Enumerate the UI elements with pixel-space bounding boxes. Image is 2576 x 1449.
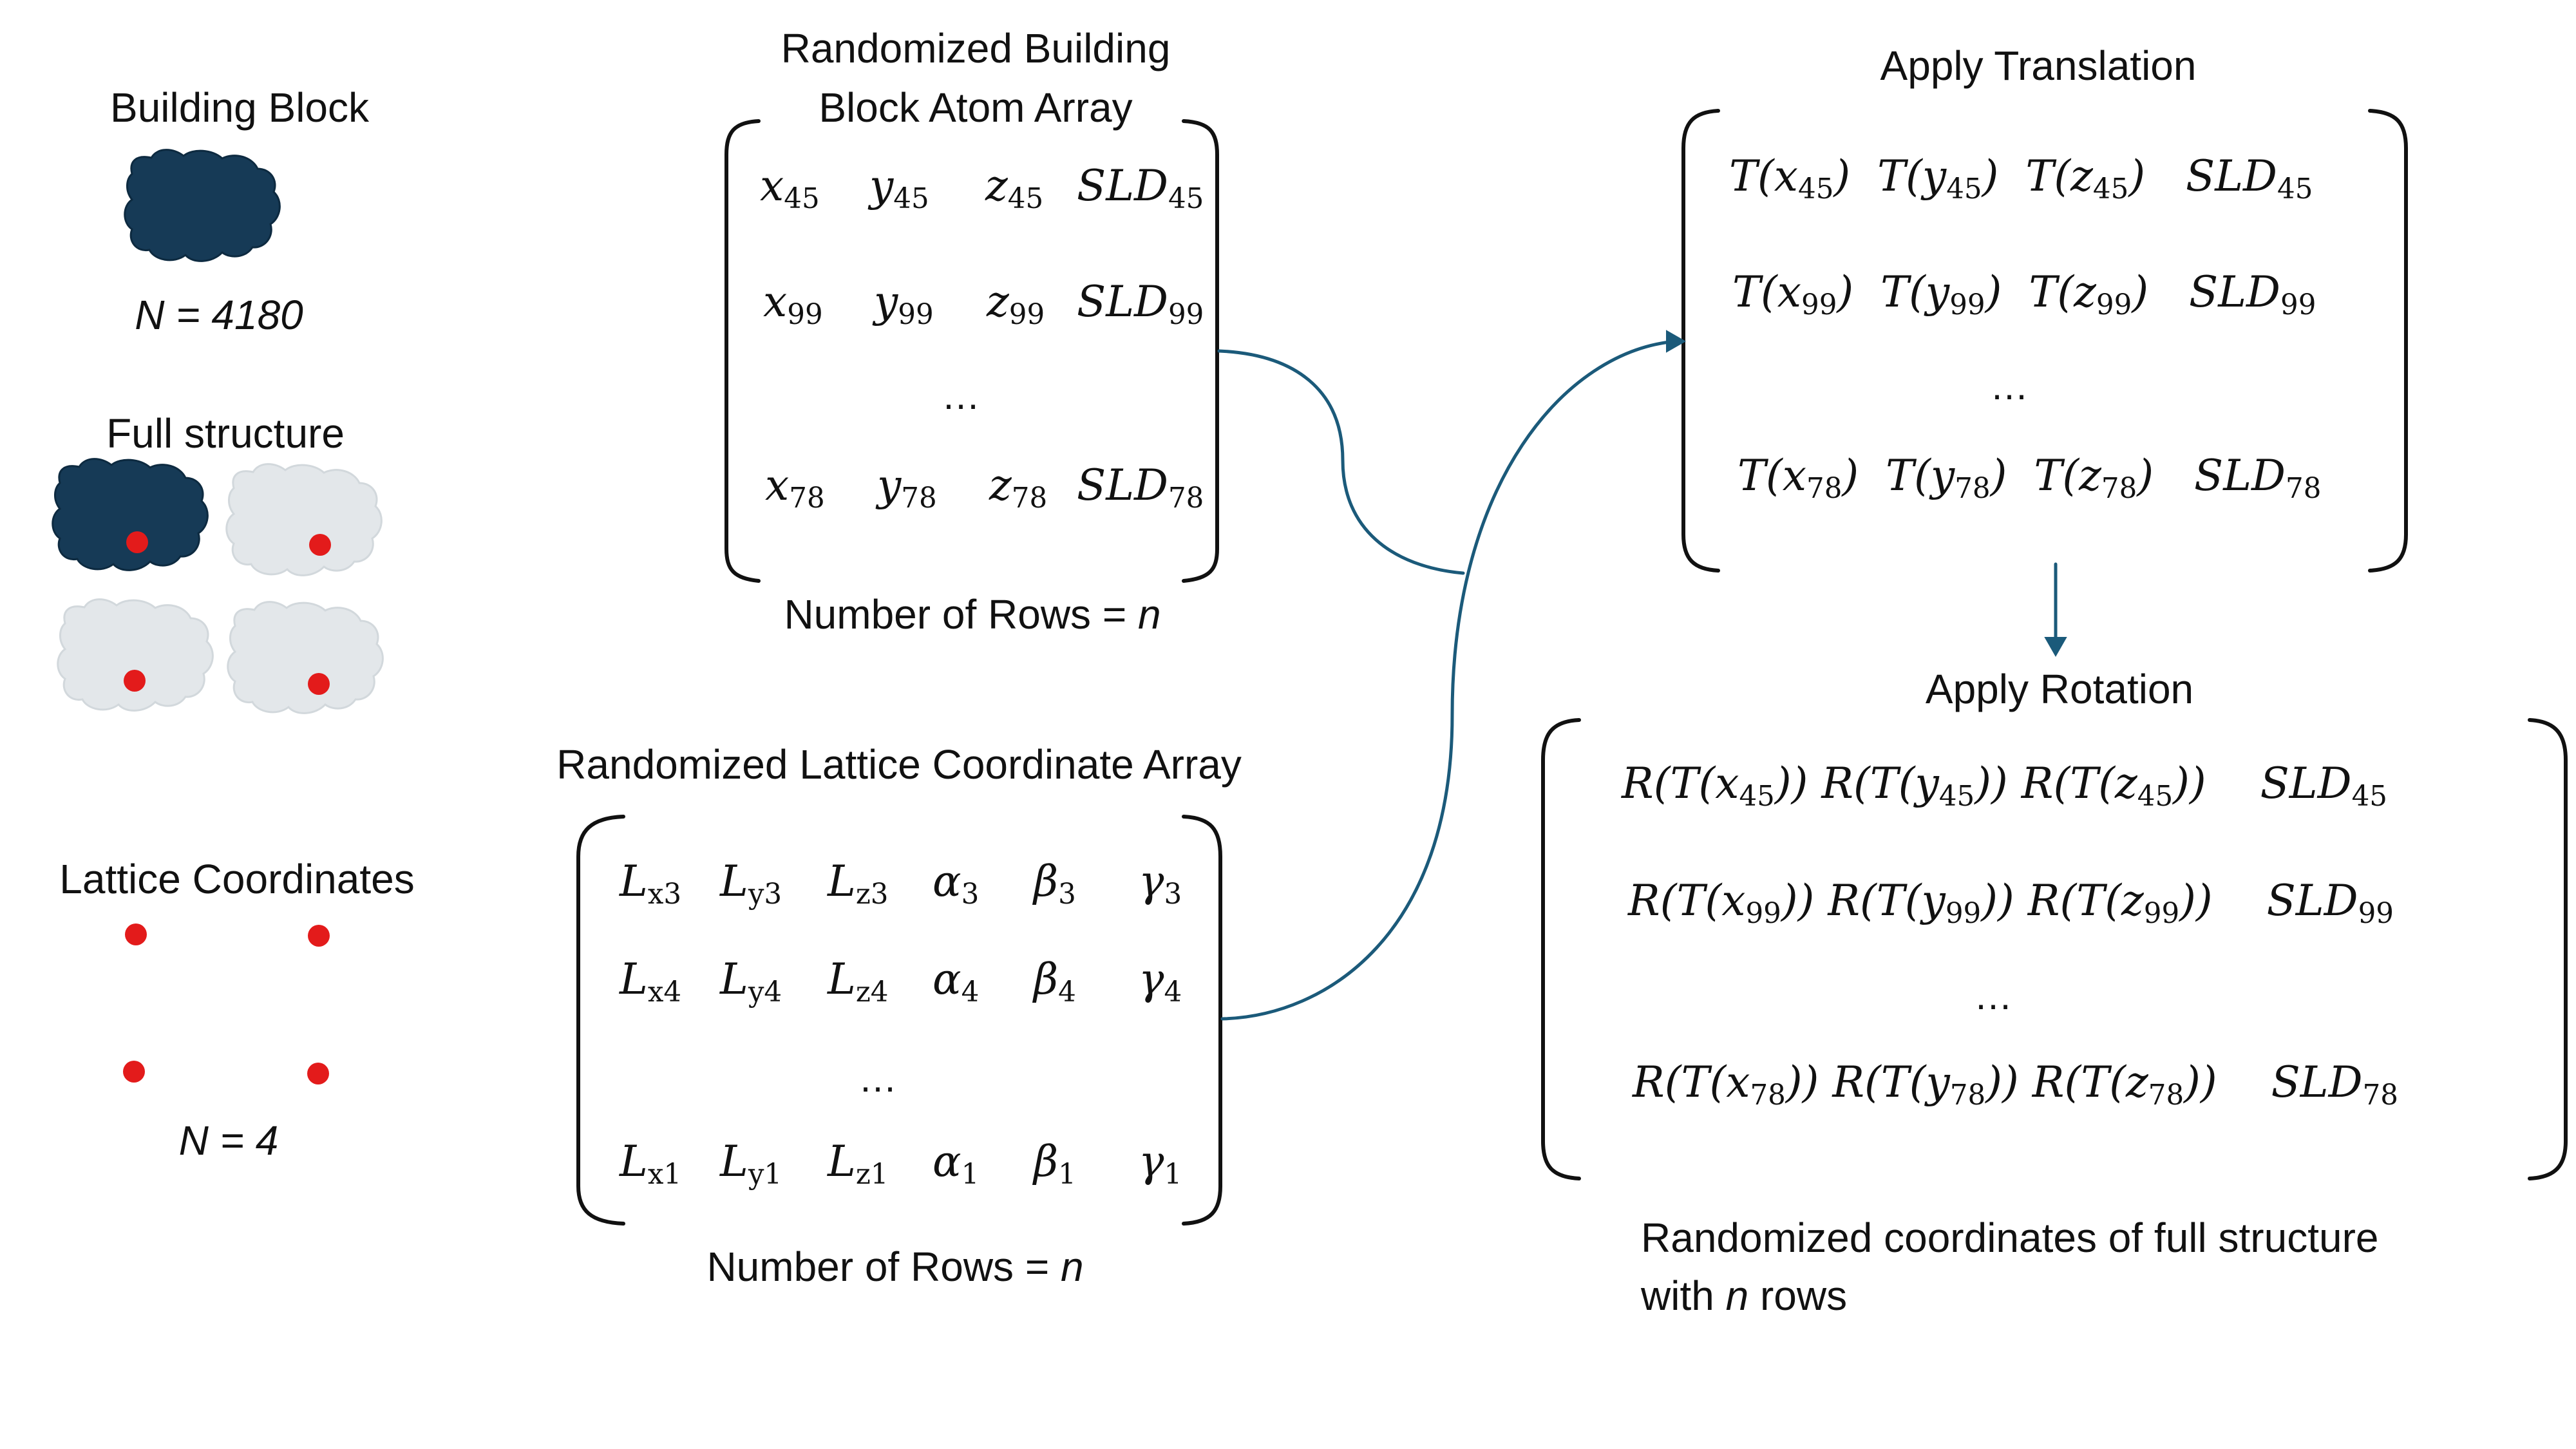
full-structure-title: Full structure (106, 410, 345, 457)
atom-array-row-3-x: x78 (765, 460, 825, 515)
translation-row-1: T(x45) T(y45) T(z45) SLD45 (1729, 151, 2313, 206)
atom-array-row-3-z: z78 (989, 460, 1048, 515)
atom-array-title-line2: Block Atom Array (819, 84, 1133, 131)
full-structure-protein-2 (225, 463, 383, 576)
lattice-array-row-3-gamma: γ1 (1139, 1137, 1182, 1191)
lattice-count: N = 4 (178, 1117, 279, 1164)
atom-array-row-1-z: z45 (985, 161, 1044, 216)
atom-array-ellipsis: … (942, 374, 980, 417)
lattice-array-row-1-lx: Lx3 (620, 857, 682, 911)
lattice-array-connector (1220, 339, 1678, 1021)
rotation-right-bracket (2528, 718, 2568, 1180)
lattice-array-title: Randomized Lattice Coordinate Array (556, 741, 1242, 788)
lattice-array-rows-label: Number of Rows = n (706, 1244, 1084, 1290)
rotation-caption-line2: with n rows (1641, 1273, 1848, 1319)
atom-array-row-2-x: x99 (763, 277, 823, 332)
full-structure-protein-3 (57, 598, 214, 712)
translation-left-bracket (1681, 109, 1720, 573)
atom-array-row-3-y: y78 (877, 460, 937, 515)
atom-array-row-1-sld: SLD45 (1077, 161, 1204, 216)
full-structure-lattice-point-1 (126, 531, 148, 553)
translation-arrowhead (1666, 330, 1687, 353)
atom-array-connector (1217, 349, 1465, 575)
lattice-array-row-3-beta: β1 (1034, 1137, 1076, 1191)
full-structure-protein-1 (52, 458, 209, 571)
lattice-point-2 (308, 925, 330, 947)
atom-array-title-line1: Randomized Building (781, 25, 1171, 71)
atom-array-row-2-z: z99 (987, 277, 1045, 332)
lattice-array-ellipsis: … (858, 1057, 897, 1100)
rotation-left-bracket (1541, 718, 1581, 1180)
atom-array-right-bracket (1182, 119, 1219, 583)
translation-ellipsis: … (1990, 365, 2029, 408)
rotation-title: Apply Rotation (1925, 666, 2194, 712)
translation-row-2: T(x99) T(y99) T(z99) SLD99 (1732, 267, 2316, 322)
lattice-array-row-2-ly: Ly4 (720, 954, 782, 1009)
lattice-array-row-1-lz: Lz3 (828, 857, 889, 911)
lattice-array-row-2-alpha: α4 (933, 954, 980, 1009)
lattice-array-row-2-gamma: γ4 (1139, 954, 1182, 1009)
full-structure-lattice-point-2 (309, 534, 331, 556)
translation-title: Apply Translation (1880, 43, 2197, 89)
translation-row-3: T(x78) T(y78) T(z78) SLD78 (1738, 451, 2322, 506)
lattice-array-row-3-ly: Ly1 (720, 1137, 782, 1191)
translation-right-bracket (2368, 109, 2408, 573)
lattice-coordinates-title: Lattice Coordinates (59, 856, 415, 902)
lattice-array-row-3-lz: Lz1 (828, 1137, 889, 1191)
lattice-point-3 (123, 1061, 145, 1083)
building-block-protein (124, 149, 281, 262)
rotation-ellipsis: … (1974, 974, 2012, 1018)
building-block-title: Building Block (110, 84, 369, 131)
atom-array-left-bracket (724, 119, 761, 583)
lattice-array-row-1-gamma: γ3 (1139, 857, 1182, 911)
lattice-point-4 (307, 1063, 329, 1084)
atom-array-row-1-y: y45 (869, 161, 929, 216)
lattice-array-row-2-lz: Lz4 (828, 954, 889, 1009)
lattice-array-row-3-lx: Lx1 (620, 1137, 682, 1191)
atom-array-row-1-x: x45 (760, 161, 820, 216)
lattice-array-left-bracket (576, 815, 625, 1226)
lattice-array-row-1-alpha: α3 (933, 857, 980, 911)
atom-array-rows-label: Number of Rows = n (784, 591, 1161, 638)
building-block-count: N = 4180 (135, 292, 303, 338)
lattice-array-row-1-beta: β3 (1034, 857, 1076, 911)
lattice-array-row-2-lx: Lx4 (620, 954, 682, 1009)
rotation-row-2: R(T(x99)) R(T(y99)) R(T(z99)) SLD99 (1628, 876, 2394, 931)
lattice-array-row-3-alpha: α1 (933, 1137, 980, 1191)
atom-array-row-2-y: y99 (874, 277, 934, 332)
lattice-array-row-2-beta: β4 (1034, 954, 1076, 1009)
atom-array-row-3-sld: SLD78 (1077, 460, 1204, 515)
full-structure-lattice-point-4 (308, 673, 330, 695)
rotation-row-1: R(T(x45)) R(T(y45)) R(T(z45)) SLD45 (1622, 759, 2387, 813)
full-structure-lattice-point-3 (124, 670, 146, 692)
rotation-caption-line1: Randomized coordinates of full structure (1641, 1215, 2379, 1261)
full-structure-protein-4 (227, 601, 384, 714)
rotation-row-3: R(T(x78)) R(T(y78)) R(T(z78)) SLD78 (1633, 1057, 2398, 1112)
lattice-array-row-1-ly: Ly3 (720, 857, 782, 911)
lattice-array-right-bracket (1182, 815, 1222, 1226)
lattice-point-1 (125, 923, 147, 945)
rotation-arrowhead (2044, 637, 2067, 658)
atom-array-row-2-sld: SLD99 (1077, 277, 1204, 332)
